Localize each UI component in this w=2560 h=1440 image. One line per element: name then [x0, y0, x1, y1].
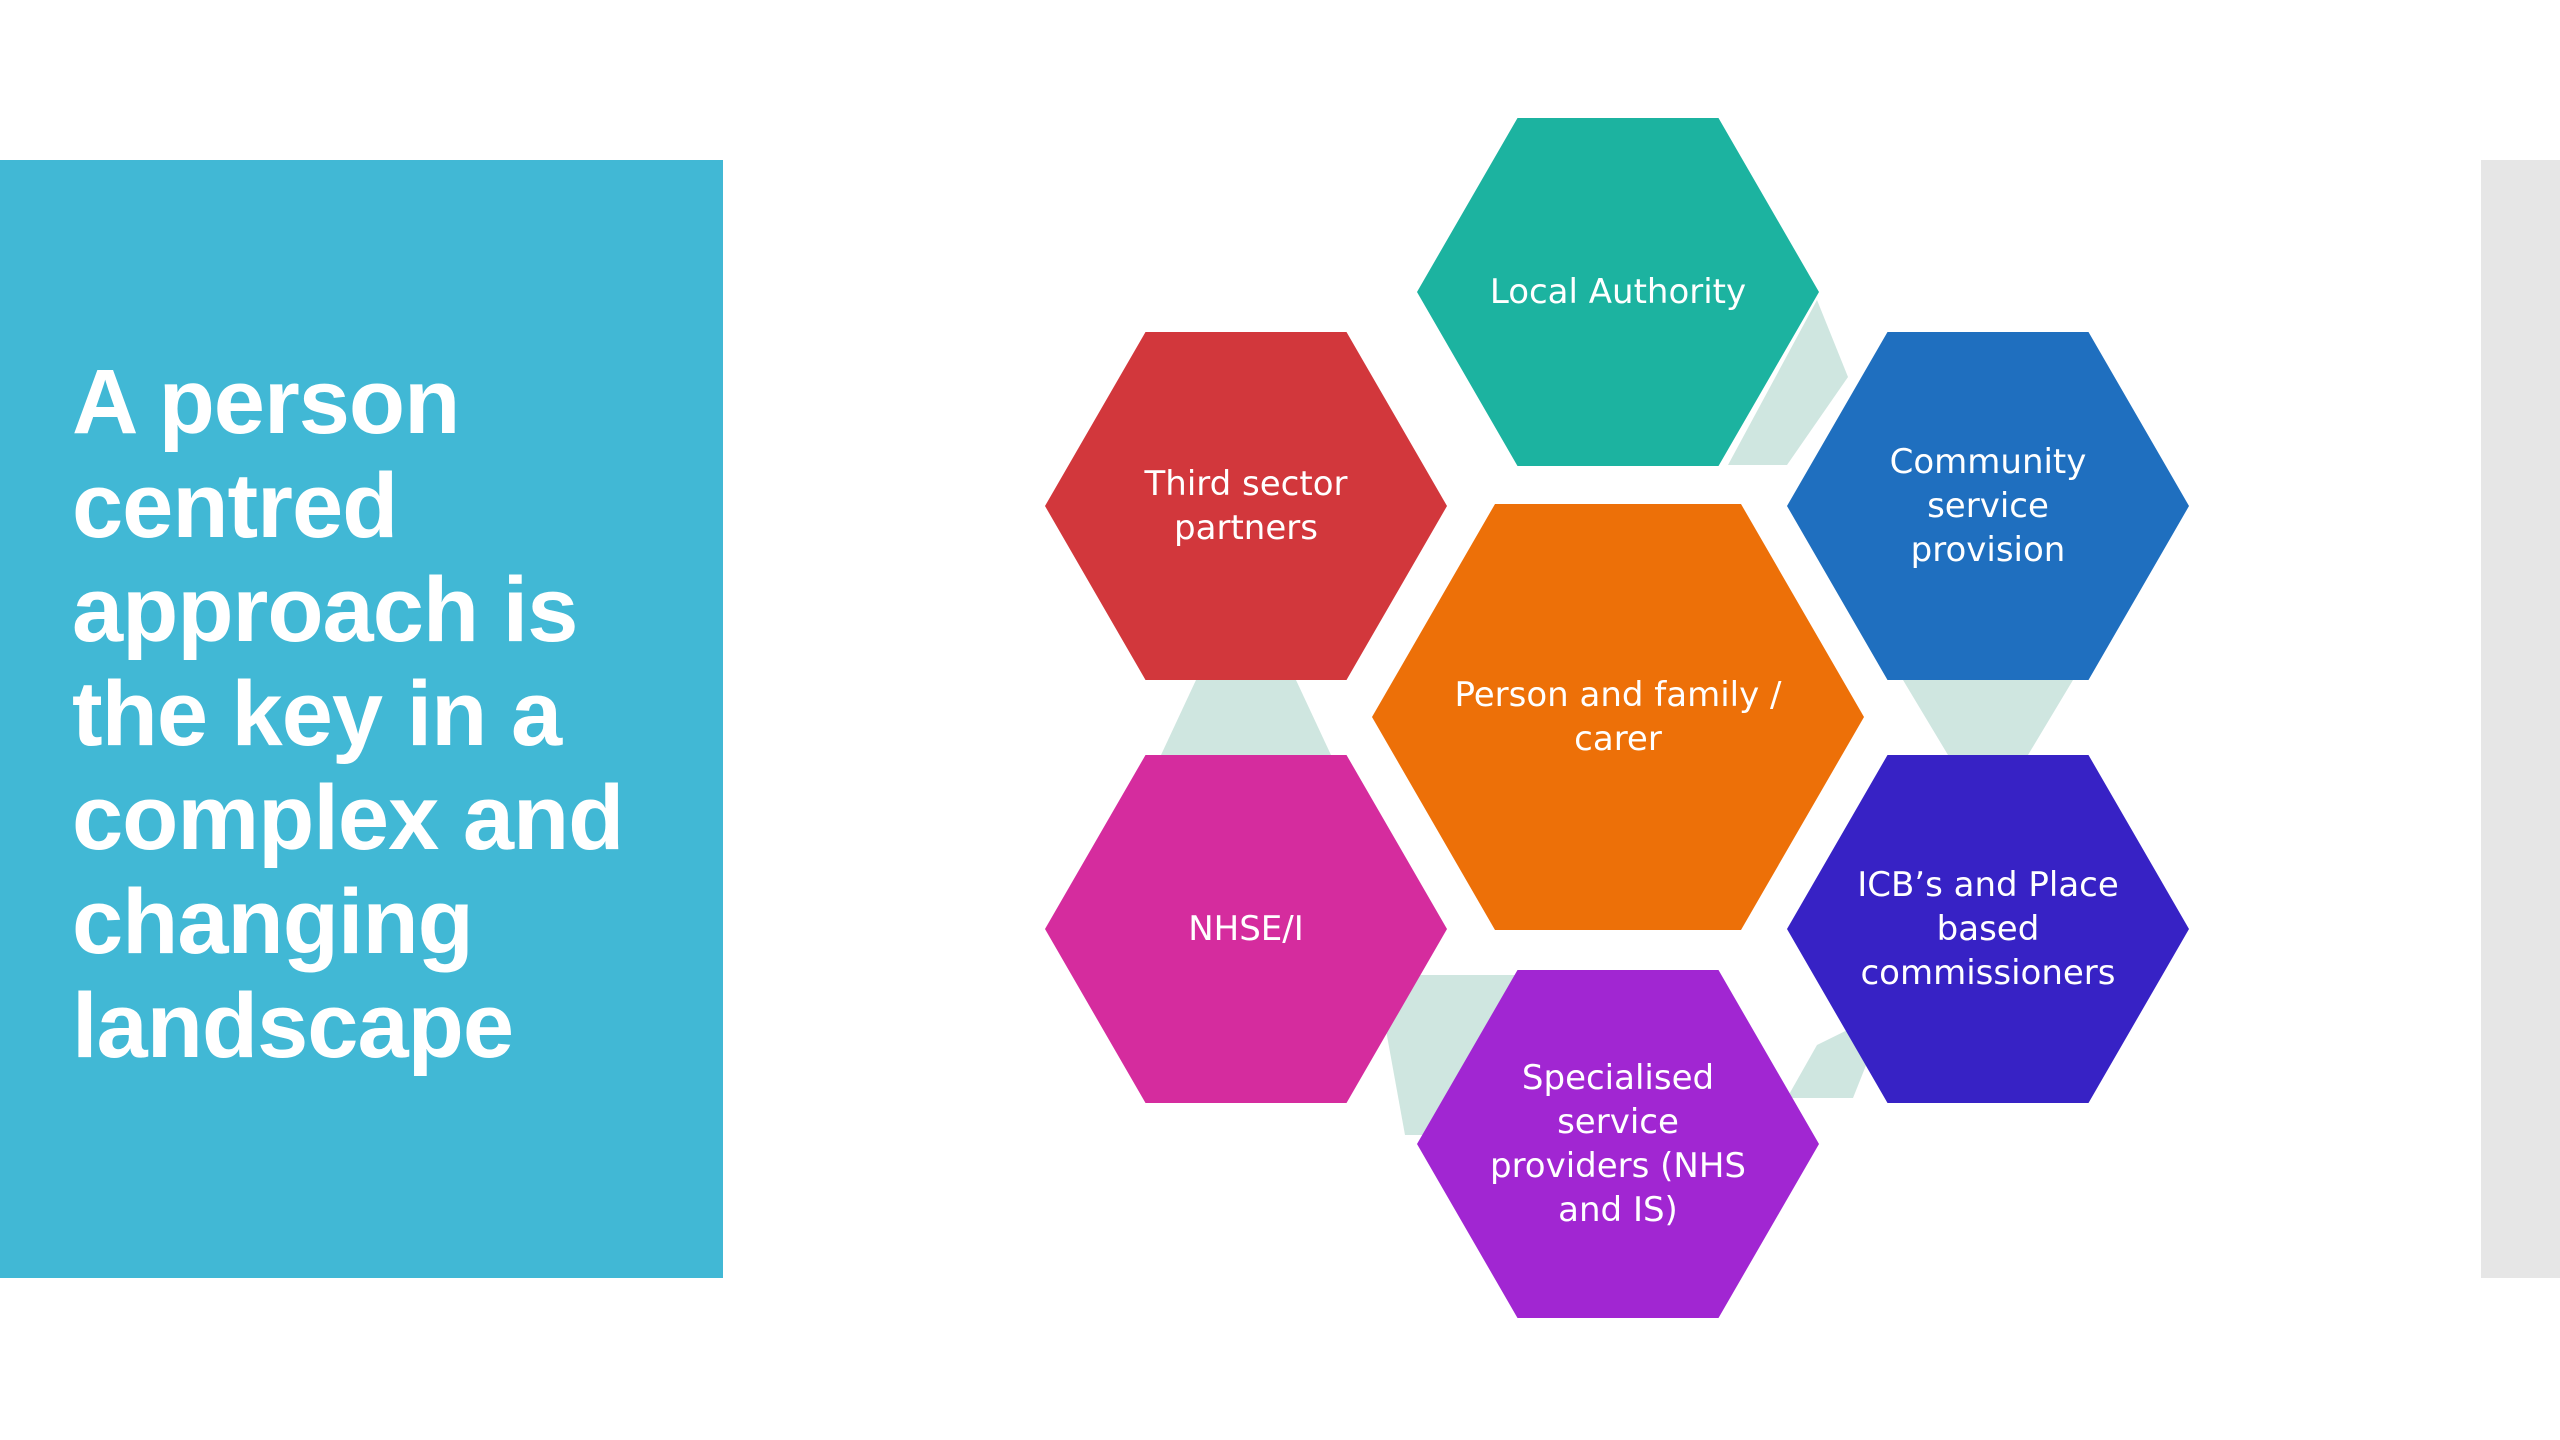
hex-connector-5	[1161, 680, 1331, 755]
hex-person-and-family-carer-shape	[1372, 504, 1864, 930]
hex-local-authority-label-line: Local Authority	[1490, 272, 1746, 312]
hex-connector-1	[1728, 300, 1848, 465]
hex-specialised-service-providers-label-line: providers (NHS	[1490, 1146, 1746, 1186]
hex-specialised-service-providers-label-line: and IS)	[1558, 1190, 1678, 1230]
hex-icbs-and-place-based-commissioners-label-line: based	[1937, 909, 2040, 949]
hex-icbs-and-place-based-commissioners-label-line: commissioners	[1860, 953, 2115, 993]
hex-local-authority-shape	[1417, 118, 1819, 466]
hex-specialised-service-providers-label-line: Specialised	[1522, 1058, 1714, 1098]
hex-person-and-family-carer-label-line: Person and family /	[1454, 675, 1782, 715]
hex-third-sector-partners-label-line: Third sector	[1144, 464, 1348, 504]
hex-nhse-i: NHSE/I	[1045, 755, 1447, 1103]
hex-community-service-provision-shape	[1787, 332, 2189, 680]
slide-title: A person centred approach is the key in …	[72, 351, 624, 1077]
hex-person-and-family-carer: Person and family /carer	[1372, 504, 1864, 930]
hex-local-authority: Local Authority	[1417, 118, 1819, 466]
title-panel	[0, 160, 723, 1278]
hex-connector-4	[1376, 975, 1515, 1135]
hex-icbs-and-place-based-commissioners-label-line: ICB’s and Place	[1857, 865, 2119, 905]
hex-specialised-service-providers-shape	[1417, 970, 1819, 1318]
hex-community-service-provision-label-line: Community	[1890, 442, 2087, 482]
hex-connector-2	[1903, 680, 2073, 755]
right-edge-strip	[2481, 160, 2560, 1278]
hex-nhse-i-shape	[1045, 755, 1447, 1103]
hex-community-service-provision-label-line: provision	[1911, 530, 2066, 570]
hex-third-sector-partners-label-line: partners	[1174, 508, 1318, 548]
hex-community-service-provision-label-line: service	[1927, 486, 2049, 526]
hex-nhse-i-label-line: NHSE/I	[1188, 909, 1304, 949]
hex-person-and-family-carer-label-line: carer	[1574, 719, 1662, 759]
hex-specialised-service-providers-label-line: service	[1557, 1102, 1679, 1142]
hex-third-sector-partners-shape	[1045, 332, 1447, 680]
hex-icbs-and-place-based-commissioners-shape	[1787, 755, 2189, 1103]
